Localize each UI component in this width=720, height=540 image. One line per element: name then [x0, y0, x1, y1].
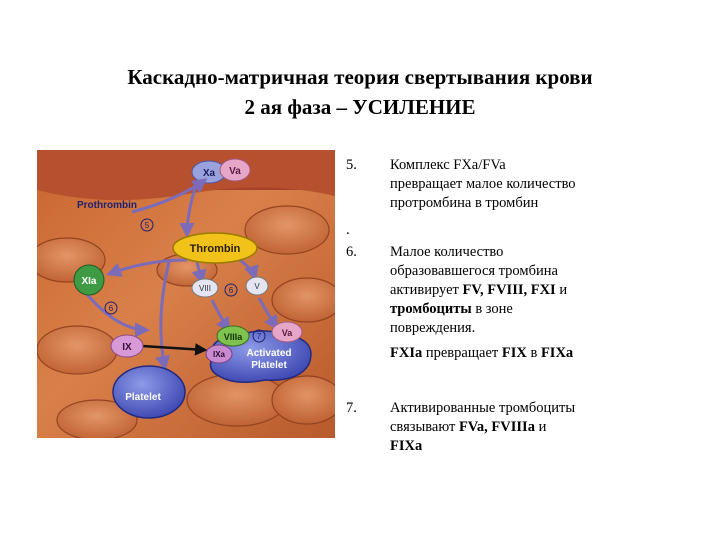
step-6-line-5: повреждения.	[390, 320, 476, 336]
step-5-num: 5.	[346, 157, 357, 173]
platelet-label: Platelet	[125, 392, 161, 403]
arrow-prothrombin-to-xa	[131, 178, 208, 214]
ixa-label: IXa	[213, 350, 226, 359]
step-7-line-3: FIXa	[390, 438, 423, 454]
step-7-num: 7.	[346, 400, 357, 416]
v-label: V	[254, 282, 260, 291]
step-6b-marker	[224, 283, 238, 297]
step-7-marker	[252, 329, 266, 343]
xa-label: Xa	[203, 168, 216, 179]
step-5-line-2: превращает малое количество	[390, 176, 576, 192]
thrombin-label: Thrombin	[190, 243, 241, 255]
step-6-line-2: образовавшегося тромбина	[390, 263, 558, 279]
va-label: Va	[229, 166, 241, 177]
ixa-node	[205, 344, 233, 364]
separator-dot: .	[346, 222, 350, 238]
arrow-thrombin-to-viii	[191, 261, 207, 285]
step-6a-marker	[104, 301, 118, 315]
arrow-thrombin-to-platelet	[155, 261, 171, 371]
step-6-line-6: FXIa превращает FIX в FIXa	[390, 345, 574, 361]
step-7-line-1: Активированные тромбоциты	[390, 400, 576, 416]
viii-node	[191, 278, 219, 298]
platelet	[112, 365, 186, 419]
step-6-line-4: тромбоциты в зоне	[390, 301, 513, 317]
arrow-xia-to-ix	[83, 291, 150, 338]
step-6: 6. Малое количество образовавшегося тром…	[346, 243, 636, 399]
va2-node	[271, 321, 303, 343]
step-6-line-1: Малое количество	[390, 244, 504, 260]
step-6b-number: 6	[229, 286, 234, 295]
coagulation-figure: Xa Va Prothrombin 5 Thrombin XIa 6 VIII …	[37, 150, 335, 438]
v-node	[245, 276, 269, 296]
prothrombin-label: Prothrombin	[77, 200, 137, 211]
ix-node	[110, 334, 144, 358]
step-5-number: 5	[145, 221, 150, 230]
arrow-thrombin-to-xia	[106, 258, 188, 277]
step-5-line-1: Комплекс FXa/FVa	[390, 157, 506, 173]
arrow-ix-to-ixa	[141, 343, 208, 356]
slide-title: Каскадно-матричная теория свертывания кр…	[0, 62, 720, 122]
viii-label: VIII	[199, 284, 211, 293]
title-line-2: 2 ая фаза – УСИЛЕНИЕ	[244, 95, 476, 119]
step-7-number: 7	[257, 332, 262, 341]
activated-platelet-label-1: Activated	[246, 348, 291, 359]
step-separator: .	[346, 221, 636, 243]
coagulation-diagram: Xa Va Prothrombin 5 Thrombin XIa 6 VIII …	[37, 150, 335, 438]
arrow-xa-to-thrombin	[179, 181, 199, 238]
viiia-label: VIIIa	[224, 332, 244, 342]
step-6-line-3: активирует FV, FVIII, FXI и	[390, 282, 568, 298]
xia-label: XIa	[81, 276, 96, 287]
step-7-line-2: связывают FVa, FVIIIa и	[390, 419, 547, 435]
va2-label: Va	[282, 328, 294, 338]
step-5-marker	[140, 218, 154, 232]
step-6-num: 6.	[346, 244, 357, 260]
xia-node	[73, 264, 105, 296]
thrombin-node	[172, 232, 258, 264]
step-6a-number: 6	[109, 304, 114, 313]
va-node	[219, 158, 251, 182]
step-5-line-3: протромбина в тромбин	[390, 195, 539, 211]
ix-label: IX	[122, 342, 132, 353]
steps-list: 5. Комплекс FXa/FVa превращает малое кол…	[346, 156, 636, 456]
activated-platelet-label-2: Platelet	[251, 360, 287, 371]
title-line-1: Каскадно-матричная теория свертывания кр…	[127, 65, 593, 89]
viiia-node	[216, 325, 250, 347]
step-5: 5. Комплекс FXa/FVa превращает малое кол…	[346, 156, 636, 221]
step-7: 7. Активированные тромбоциты связывают F…	[346, 399, 636, 456]
